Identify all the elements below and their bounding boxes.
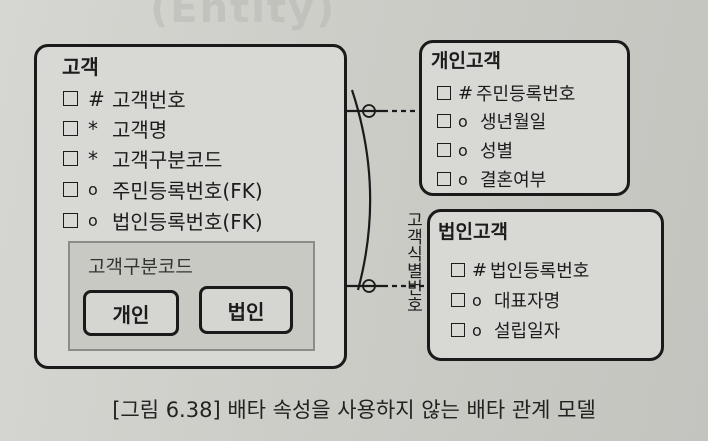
attribute-mark: # — [472, 259, 488, 281]
checkbox-icon — [63, 182, 78, 197]
attribute-name: 법인등록번호 — [490, 261, 590, 282]
attribute-row: o 성별 — [437, 137, 513, 163]
attribute-mark: o — [472, 290, 482, 310]
attribute-mark: * — [88, 146, 98, 171]
checkbox-icon — [437, 143, 451, 157]
attribute-name: 고객명 — [112, 118, 168, 142]
attribute-mark: o — [458, 169, 468, 189]
attribute-name: 결혼여부 — [480, 170, 547, 191]
attribute-row: o 결혼여부 — [437, 166, 546, 192]
attribute-mark: o — [472, 320, 482, 340]
attribute-name: 대표자명 — [494, 291, 561, 312]
faded-header-text: (Entity) — [150, 0, 337, 32]
optional-circle-icon — [362, 279, 376, 293]
attribute-mark: o — [88, 211, 98, 230]
checkbox-icon — [63, 121, 78, 136]
attribute-row: # 법인등록번호 — [451, 257, 589, 283]
attribute-mark: # — [88, 86, 105, 111]
checkbox-icon — [451, 293, 465, 307]
entity-corporate-title: 법인고객 — [438, 221, 508, 243]
attribute-row: o 대표자명 — [451, 287, 560, 313]
relationship-label: 고객식별번호 — [402, 211, 423, 313]
attribute-mark: * — [88, 116, 98, 141]
attribute-mark: o — [458, 111, 468, 131]
attribute-name: 법인등록번호(FK) — [112, 210, 263, 234]
checkbox-icon — [451, 263, 465, 277]
attribute-row: o 설립일자 — [451, 317, 560, 343]
attribute-name: 주민등록번호(FK) — [112, 179, 263, 203]
subtype-button-individual[interactable]: 개인 — [83, 290, 179, 336]
attribute-row: o 주민등록번호(FK) — [63, 175, 263, 204]
checkbox-icon — [437, 114, 451, 128]
attribute-mark: # — [458, 82, 474, 104]
attribute-row: # 주민등록번호 — [437, 80, 575, 106]
checkbox-icon — [437, 86, 451, 100]
attribute-row: o 법인등록번호(FK) — [63, 206, 263, 235]
attribute-row: # 고객번호 — [63, 84, 186, 113]
checkbox-icon — [63, 213, 78, 228]
attribute-name: 고객구분코드 — [112, 148, 223, 172]
attribute-name: 성별 — [480, 141, 514, 162]
attribute-name: 주민등록번호 — [476, 84, 576, 105]
entity-individual-customer — [419, 40, 630, 196]
attribute-mark: o — [88, 180, 98, 199]
attribute-row: * 고객명 — [63, 114, 167, 143]
exclusive-arc — [350, 89, 372, 291]
attribute-name: 고객번호 — [112, 88, 186, 112]
attribute-name: 생년월일 — [480, 112, 547, 133]
entity-corporate-customer — [427, 209, 664, 361]
subtype-button-corporate[interactable]: 법인 — [199, 286, 293, 334]
attribute-mark: o — [458, 140, 468, 160]
entity-customer-title: 고객 — [62, 55, 99, 79]
checkbox-icon — [63, 151, 78, 166]
attribute-row: * 고객구분코드 — [63, 144, 222, 173]
attribute-name: 설립일자 — [494, 321, 561, 342]
checkbox-icon — [63, 91, 78, 106]
optional-circle-icon — [362, 104, 376, 118]
figure-caption: [그림 6.38] 배타 속성을 사용하지 않는 배타 관계 모델 — [112, 398, 596, 422]
checkbox-icon — [451, 323, 465, 337]
entity-individual-title: 개인고객 — [431, 50, 501, 72]
subtype-group-label: 고객구분코드 — [88, 256, 193, 278]
checkbox-icon — [437, 172, 451, 186]
attribute-row: o 생년월일 — [437, 108, 546, 134]
